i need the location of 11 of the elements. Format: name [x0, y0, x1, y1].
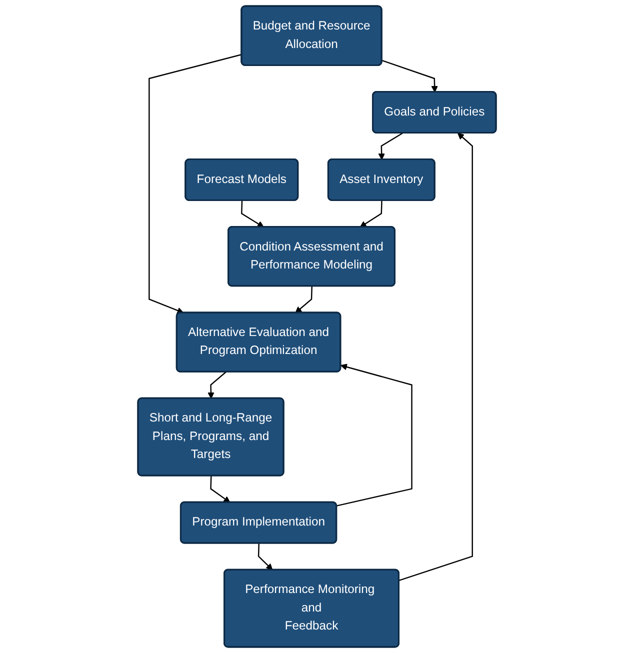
arrow [398, 132, 473, 582]
arrow [258, 543, 273, 570]
arrow [208, 372, 226, 399]
arrow [295, 286, 312, 314]
arrow [378, 132, 403, 160]
arrow [148, 54, 242, 314]
arrow [360, 200, 382, 228]
arrow [336, 364, 412, 506]
arrow [241, 200, 264, 228]
arrow [210, 476, 230, 503]
arrow [382, 60, 438, 92]
